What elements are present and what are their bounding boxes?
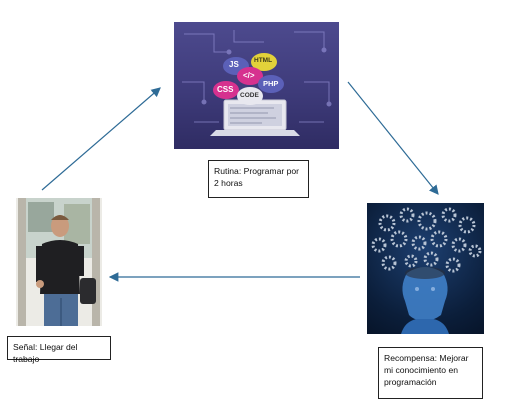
cue-image	[16, 198, 102, 326]
head-with-gears-illustration	[371, 207, 482, 334]
cue-label-text: Señal: Llegar del trabajo	[13, 342, 78, 364]
reward-label: Recompensa: Mejorar mi conocimiento en p…	[378, 347, 483, 399]
man-entering-door-photo	[16, 198, 102, 326]
arrow-cue-to-routine	[41, 87, 161, 191]
tag-code: CODE	[240, 92, 259, 99]
tag-css: CSS	[217, 85, 234, 94]
routine-label: Rutina: Programar por 2 horas	[208, 160, 309, 198]
laptop-code-illustration	[182, 30, 332, 136]
routine-label-text: Rutina: Programar por 2 horas	[214, 166, 300, 188]
reward-label-text: Recompensa: Mejorar mi conocimiento en p…	[384, 353, 469, 387]
tag-html: HTML	[254, 57, 273, 64]
tag-tag: </>	[243, 71, 255, 80]
reward-image	[367, 203, 484, 334]
arrow-routine-to-reward	[347, 81, 439, 195]
routine-image: JS HTML </> CSS PHP CODE	[174, 22, 339, 149]
tag-php: PHP	[263, 79, 279, 88]
tag-js: JS	[229, 60, 239, 69]
cue-label: Señal: Llegar del trabajo	[7, 336, 111, 364]
